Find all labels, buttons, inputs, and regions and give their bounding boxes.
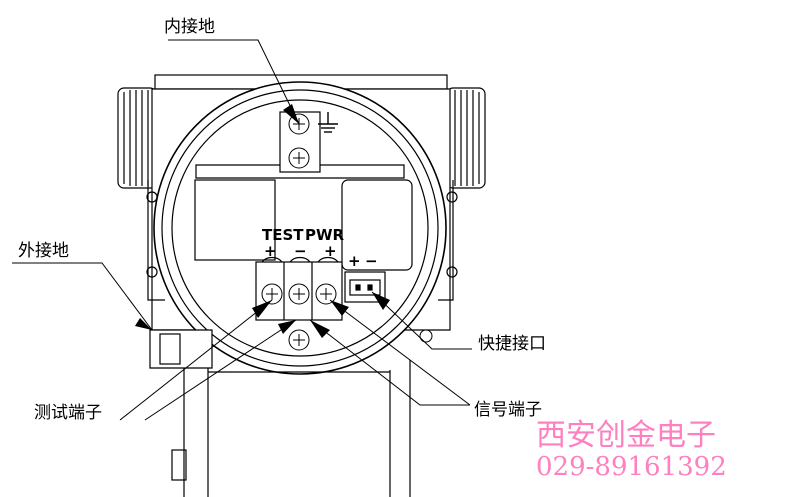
sensor-stem [171,360,411,497]
plus-right-label: + [324,242,337,260]
quick-minus-label: − [365,252,378,270]
quick-plus-label: + [348,252,361,270]
left-cable-gland [117,87,157,189]
ground-icon [318,112,338,133]
test-terminal-label: 测试端子 [34,403,102,423]
leader-lines [12,39,472,421]
quick-connector [344,271,386,303]
quick-connector-label: 快捷接口 [478,334,546,354]
pwr-label: PWR [305,226,345,244]
right-cable-gland [446,87,486,189]
minus-mid-label: − [294,242,307,260]
test-label: TEST [262,226,304,244]
outer-ground-label: 外接地 [18,241,69,261]
brand-phone: 029-89161392 [536,452,727,482]
signal-terminal-label: 信号端子 [474,400,542,420]
external-ground-lug [149,329,213,369]
plus-left-label: + [264,242,277,260]
brand-company: 西安创金电子 [536,418,716,453]
inner-ground-label: 内接地 [164,17,215,37]
arrowheads [135,104,390,338]
